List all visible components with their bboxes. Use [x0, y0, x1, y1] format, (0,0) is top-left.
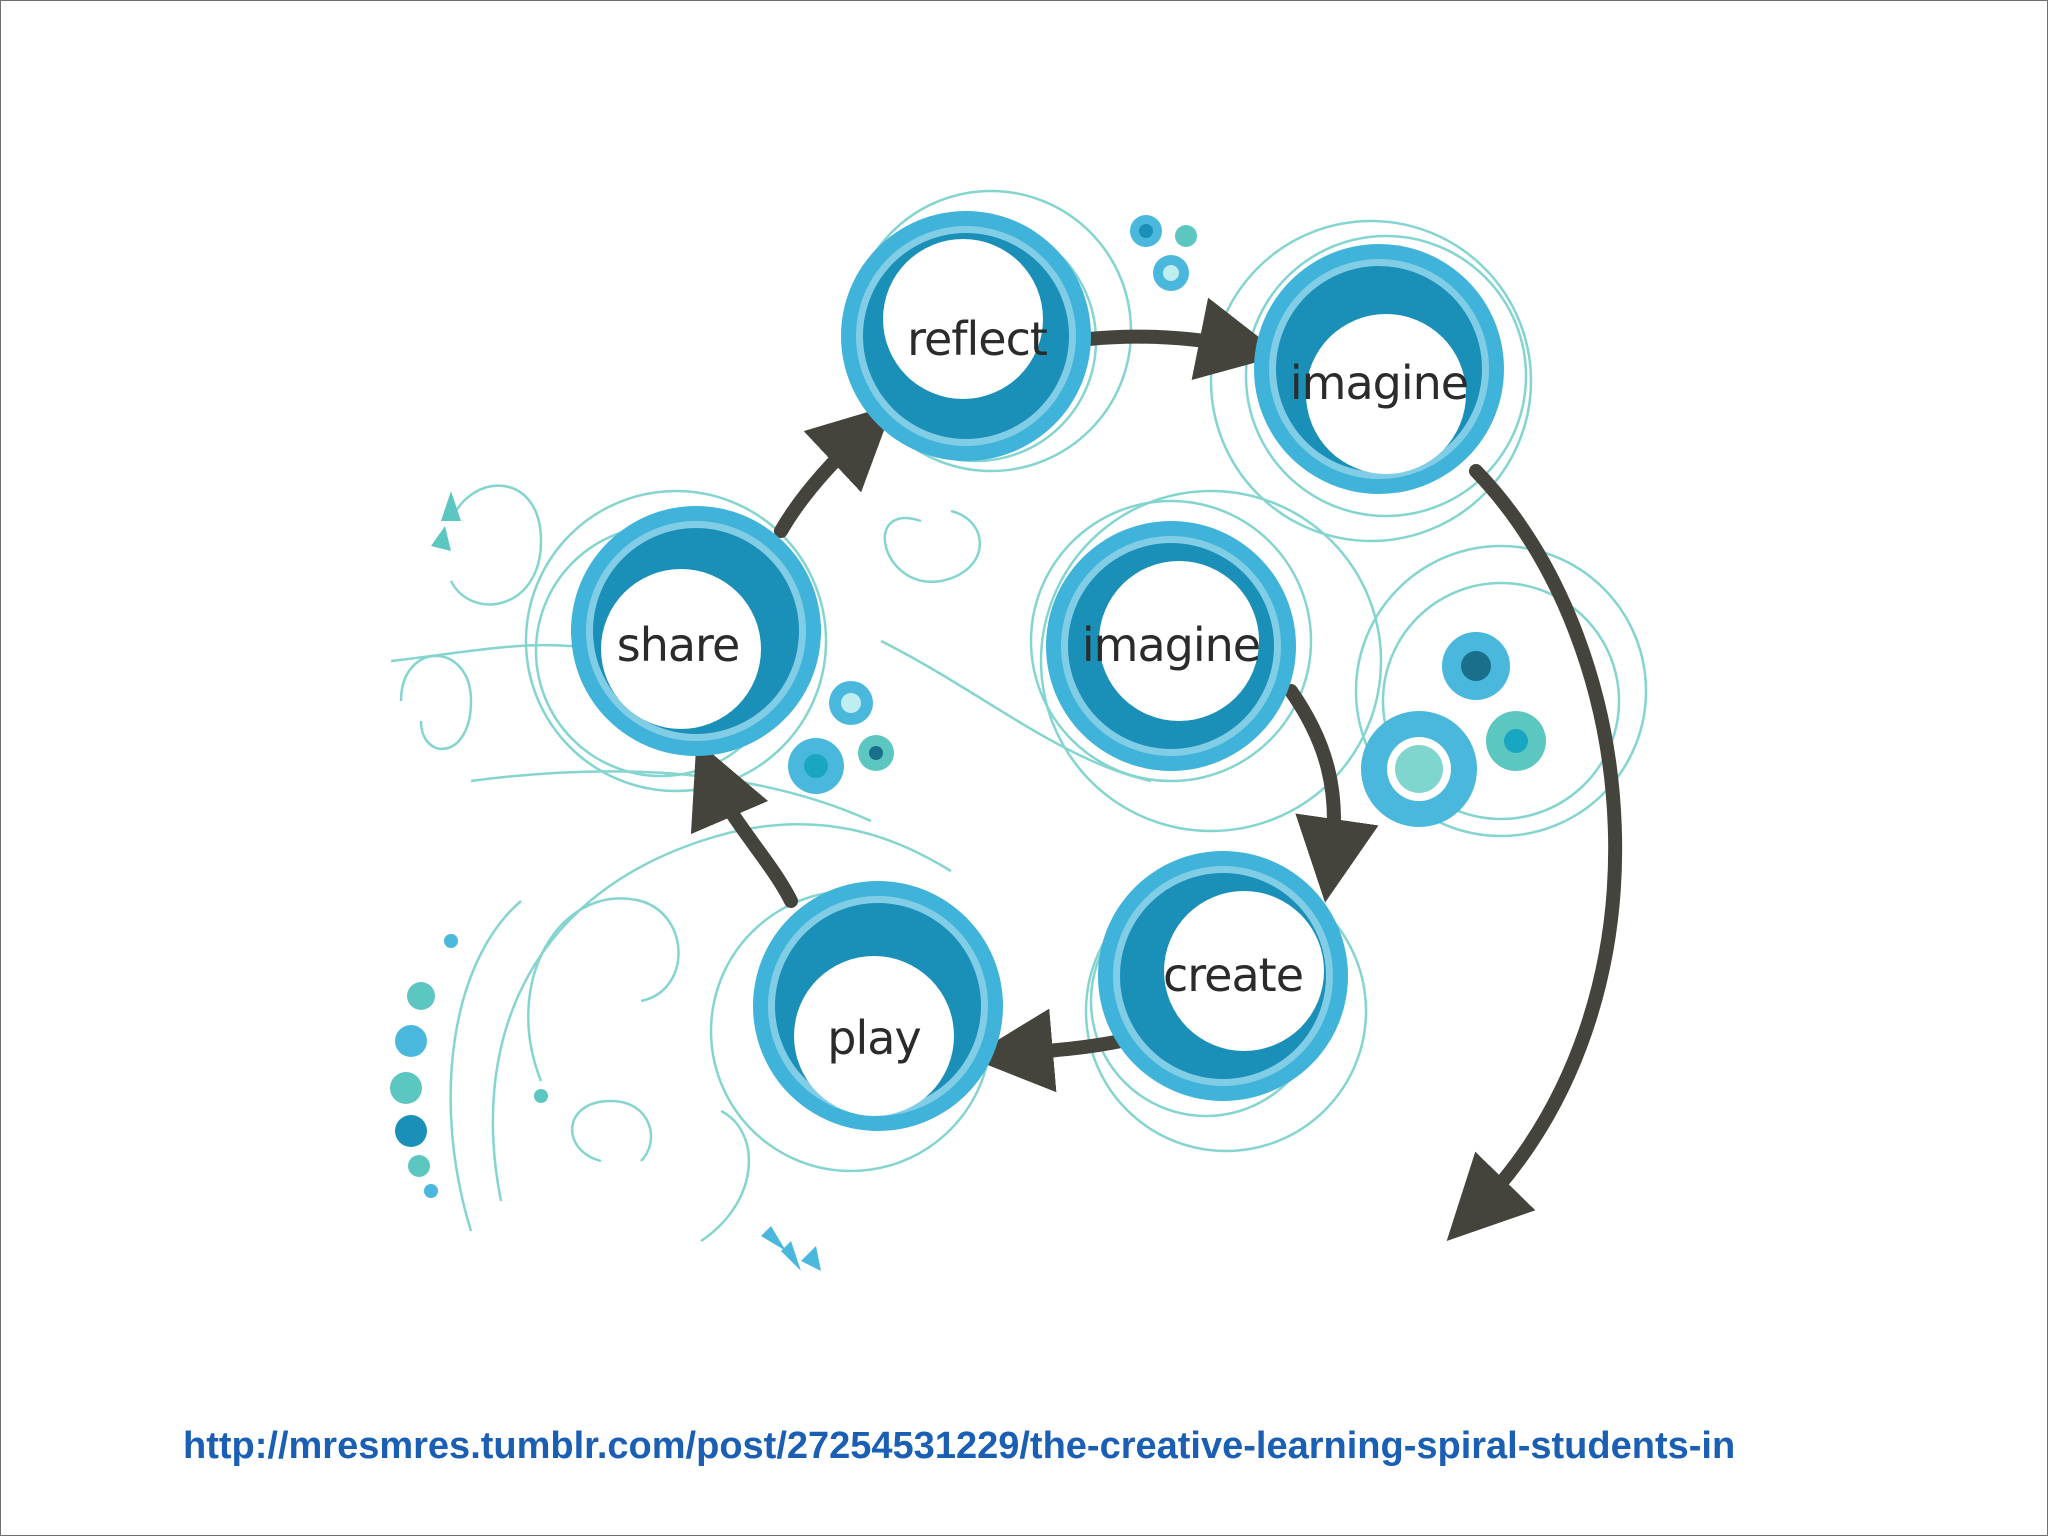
cycle-arrows	[690, 297, 1623, 1242]
node-label-reflect: reflect	[907, 312, 1047, 366]
node-label-imagine-outer: imagine	[1290, 356, 1468, 410]
source-url-link[interactable]: http://mresmres.tumblr.com/post/27254531…	[183, 1425, 1736, 1467]
node-imagine-center: imagine	[1046, 521, 1296, 771]
node-label-create: create	[1163, 948, 1303, 1002]
arrow-imagine-outward	[1446, 464, 1623, 1242]
node-label-share: share	[617, 618, 740, 672]
flower-decorations	[390, 215, 1546, 1271]
arrow-create-to-play	[969, 1008, 1128, 1093]
node-label-imagine-center: imagine	[1082, 618, 1260, 672]
node-play: play	[753, 881, 1003, 1131]
arrow-imagine-to-create	[1284, 684, 1379, 903]
node-share: share	[571, 506, 821, 756]
node-imagine-outer: imagine	[1254, 244, 1504, 494]
arrow-play-to-share	[690, 740, 798, 908]
node-reflect: reflect	[841, 211, 1091, 461]
arrow-reflect-to-imagine	[1082, 297, 1283, 380]
node-label-play: play	[827, 1011, 920, 1065]
arrow-share-to-reflect	[774, 404, 894, 538]
node-create: create	[1098, 851, 1348, 1101]
decorative-swirls	[390, 189, 1648, 1243]
